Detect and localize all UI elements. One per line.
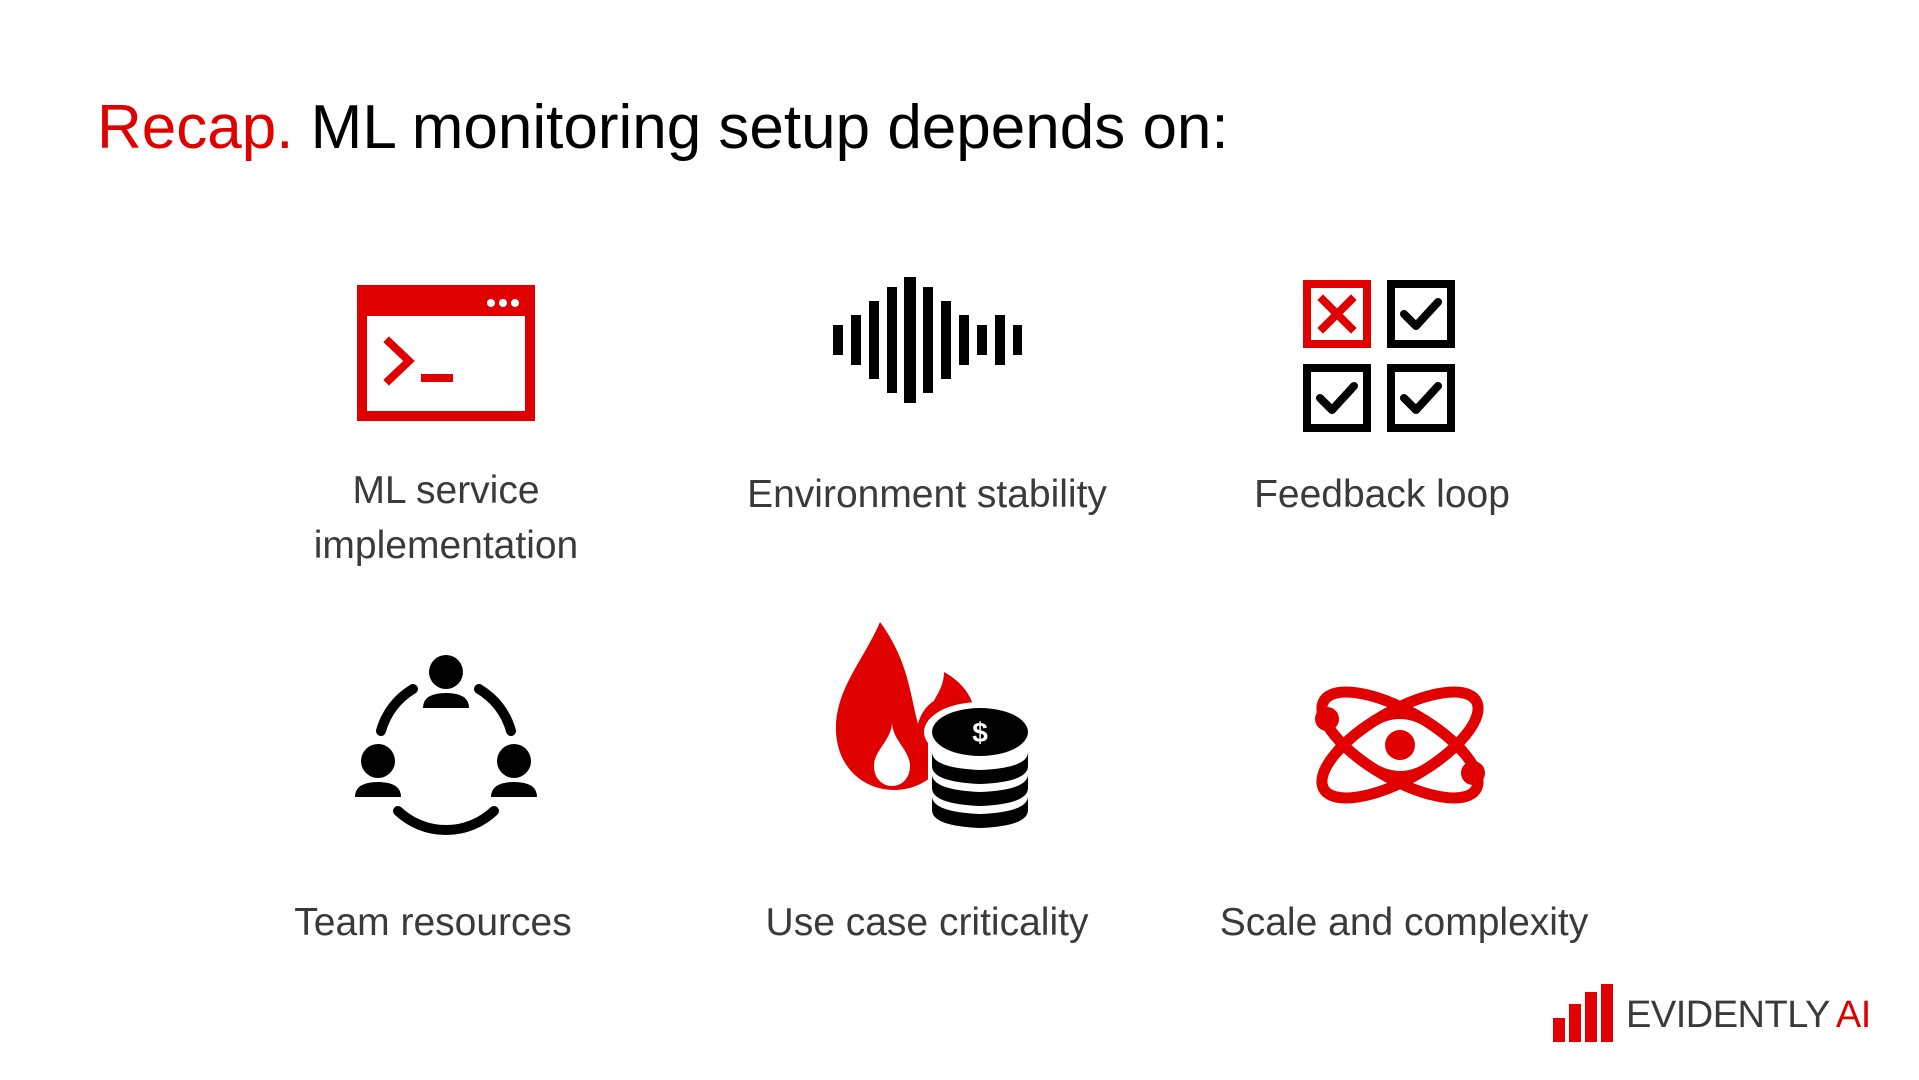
item-label-feedback-loop: Feedback loop [1254,467,1510,522]
svg-text:$: $ [972,717,988,748]
title-accent: Recap. [97,93,294,162]
item-label-line: Use case criticality [765,901,1089,944]
item-label-line: implementation [313,524,579,567]
item-label-team-resources: Team resources [294,895,571,950]
bar-chart-logo-icon [1553,984,1613,1042]
checkbox-grid-icon [1303,280,1455,432]
fire-coins-icon: $ [835,622,1032,828]
item-label-line: Team resources [294,901,572,944]
item-label-use-case-criticality: Use case criticality [766,895,1089,950]
item-label-scale-and-complexity: Scale and complexity [1220,895,1589,950]
item-label-line: Scale and complexity [1219,901,1589,944]
item-label-line: Environment stability [747,473,1107,516]
sound-wave-icon [833,277,1022,403]
item-label-ml-service: ML service implementation [314,463,578,573]
atom-icon [1315,686,1485,804]
logo-text: EVIDENTLY [1626,994,1830,1036]
item-label-line: ML service [352,469,540,512]
slide-title: Recap. ML monitoring setup depends on: [97,88,1229,168]
logo-accent-text: AI [1835,994,1871,1036]
team-circle-icon [355,655,537,836]
terminal-window-icon [357,285,535,421]
title-text: ML monitoring setup depends on: [293,93,1229,162]
item-label-line: Feedback loop [1254,473,1510,516]
item-label-environment-stability: Environment stability [747,467,1107,522]
